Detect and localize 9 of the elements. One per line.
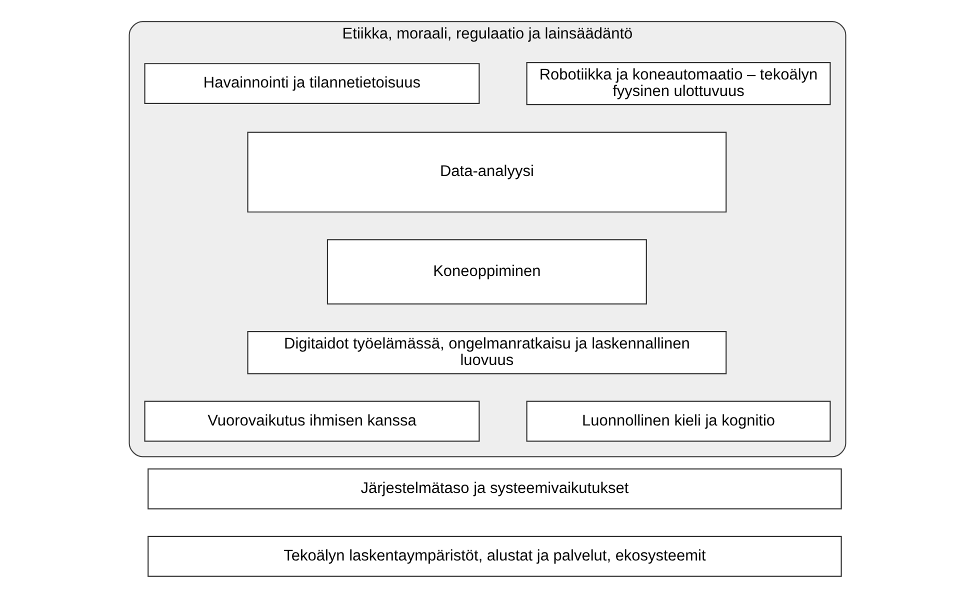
node-box: Luonnollinen kieli ja kognitio (526, 400, 831, 442)
node-box: Digitaidot työelämässä, ongelmanratkaisu ja laskennallinen luovuus (247, 331, 727, 374)
node-box: Data-analyysi (247, 132, 727, 213)
node-box: Koneoppiminen (326, 239, 647, 304)
node-box: Tekoälyn laskentaympäristöt, alustat ja palvelut, ekosysteemit (148, 536, 842, 577)
node-box: Havainnointi ja tilannetietoisuus (144, 63, 480, 104)
node-box: Robotiikka ja koneautomaatio – tekoälyn fyysinen ulottuvuus (526, 62, 831, 106)
node-box: Vuorovaikutus ihmisen kanssa (144, 400, 480, 442)
node-box: Järjestelmätaso ja systeemivaikutukset (148, 468, 842, 510)
